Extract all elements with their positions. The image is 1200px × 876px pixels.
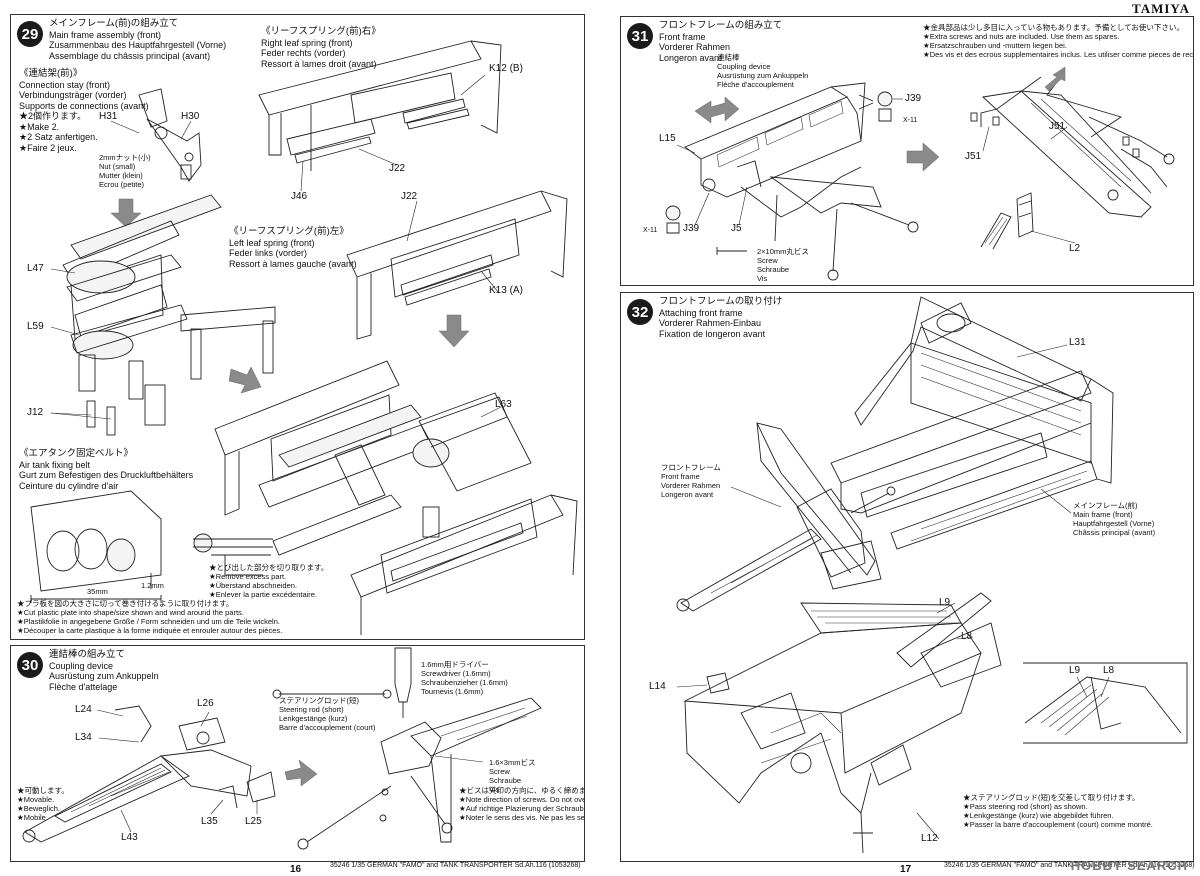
part-label-l31: L31 [1069, 337, 1086, 348]
extra-screws-note: ★金具部品は少し多目に入っている物もあります。予備としてお使い下さい。 ★Ext… [923, 23, 1194, 59]
part-label-l9-detail: L9 [1069, 665, 1081, 676]
step-number-31: 31 [627, 23, 653, 49]
step-number-32: 32 [627, 299, 653, 325]
part-label-l47: L47 [27, 263, 44, 274]
part-label-x11-top: X-11 [903, 117, 918, 124]
screw-direction-note: ★ビスは矢印の方向に、ゆるく締めます。 ★Note direction of s… [459, 786, 585, 822]
movable-note: ★可動します。 ★Movable. ★Beweglich. ★Mobile. [17, 786, 69, 822]
step-31-drawing [665, 66, 1175, 281]
pass-steering-rod-note: ★ステアリングロッド(短)を交差して取り付けます。 ★Pass steering… [963, 793, 1153, 829]
right-leaf-spring-caption: 《リーフスプリング(前)右》 Right leaf spring (front)… [261, 26, 381, 69]
step-32-title: フロントフレームの取り付け Attaching front frame Vord… [659, 296, 783, 339]
step-31-panel: 31 フロントフレームの組み立て Front frame Vorderer Ra… [620, 16, 1194, 286]
part-label-j51-right: J51 [1049, 121, 1066, 132]
part-label-j5: J5 [731, 223, 742, 234]
part-label-l26: L26 [197, 698, 214, 709]
part-label-l35: L35 [201, 816, 218, 827]
brand-logo: TAMIYA [1131, 1, 1190, 16]
hobby-search-watermark: HOBBY SEARCH [1070, 858, 1188, 873]
screw-2x10-caption: 2×10mm丸ビス Screw Schraube Vis [757, 247, 809, 283]
part-label-k12: K12 (B) [489, 63, 523, 74]
part-label-j46: J46 [291, 191, 308, 202]
page-16: 29 メインフレーム(前)の組み立て Main frame assembly (… [0, 0, 590, 876]
step-32-panel: 32 フロントフレームの取り付け Attaching front frame V… [620, 292, 1194, 862]
part-label-l25: L25 [245, 816, 262, 827]
step-31-title: フロントフレームの組み立て Front frame Vorderer Rahme… [659, 20, 783, 63]
part-label-l15: L15 [659, 133, 676, 144]
part-label-x11-bottom: X-11 [643, 227, 658, 234]
step-30-panel: 30 連結棒の組み立て Coupling device Ausrüstung z… [10, 645, 585, 862]
step-32-drawing [676, 296, 1188, 854]
nut-caption: 2mmナット(小) Nut (small) Mutter (klein) Ecr… [99, 153, 151, 189]
footer-text-right: 35246 1/35 GERMAN "FAMO" and TANK TRANSP… [944, 862, 1195, 869]
step-number-29: 29 [17, 21, 43, 47]
part-label-l59: L59 [27, 321, 44, 332]
cut-plate-note: ★プラ板を図の大きさに切って巻き付けるように取り付けます。 ★Cut plast… [17, 599, 283, 635]
part-label-j39-top: J39 [905, 93, 922, 104]
part-label-k13: K13 (A) [489, 285, 523, 296]
step-29-title: メインフレーム(前)の組み立て Main frame assembly (fro… [49, 18, 227, 61]
screwdriver-caption: 1.6mm用ドライバー Screwdriver (1.6mm) Schraube… [421, 660, 508, 696]
page-17: TAMIYA 31 フロントフレームの組み立て Front frame Vord… [610, 0, 1200, 876]
part-label-l8-main: L8 [961, 631, 973, 642]
air-tank-belt-caption: 《エアタンク固定ベルト》 Air tank fixing belt Gurt z… [19, 448, 194, 491]
part-label-l2: L2 [1069, 243, 1081, 254]
step-29-drawing [30, 40, 578, 635]
part-label-h31: H31 [99, 111, 118, 122]
steering-rod-caption: ステアリングロッド(短) Steering rod (short) Lenkge… [279, 696, 376, 732]
step-30-title: 連結棒の組み立て Coupling device Ausrüstung zum … [49, 649, 159, 692]
part-label-l43: L43 [121, 832, 138, 843]
connection-stay-caption: 《連結架(前)》 Connection stay (front) Verbind… [19, 68, 149, 153]
page-number-17: 17 [900, 864, 912, 875]
part-label-j39-bottom: J39 [683, 223, 700, 234]
left-leaf-spring-caption: 《リーフスプリング(前)左》 Left leaf spring (front) … [229, 226, 357, 269]
part-label-j22-top: J22 [389, 163, 406, 174]
screw-caption: 1.6×3mmビス Screw Schraube Vis [489, 758, 536, 794]
remove-excess-note: ★とび出した部分を切り取ります。 ★Remove excess part. ★Ü… [209, 563, 329, 599]
part-label-l14: L14 [649, 681, 666, 692]
part-label-l9-main: L9 [939, 597, 951, 608]
part-label-l63: L63 [495, 399, 512, 410]
dimension-35mm: 35mm [87, 587, 108, 596]
part-label-j12: J12 [27, 407, 44, 418]
dimension-1-2mm: 1.2mm [141, 581, 164, 590]
part-label-l8-detail: L8 [1103, 665, 1115, 676]
part-label-j51-left: J51 [965, 151, 982, 162]
coupling-device-caption: 連結棒 Coupling device Ausrüstung zum Ankup… [717, 53, 809, 89]
main-frame-caption: メインフレーム(前) Main frame (front) Hauptfahrg… [1073, 501, 1156, 537]
page-number-16: 16 [290, 864, 302, 875]
front-frame-caption: フロントフレーム Front frame Vorderer Rahmen Lon… [661, 463, 721, 499]
part-label-j22-mid: J22 [401, 191, 418, 202]
step-30-drawing [22, 647, 542, 850]
part-label-l12: L12 [921, 833, 938, 844]
part-label-h30: H30 [181, 111, 200, 122]
part-label-l24: L24 [75, 704, 92, 715]
footer-text-left: 35246 1/35 GERMAN "FAMO" and TANK TRANSP… [330, 862, 581, 869]
part-label-l34: L34 [75, 732, 92, 743]
step-number-30: 30 [17, 652, 43, 678]
step-29-panel: 29 メインフレーム(前)の組み立て Main frame assembly (… [10, 14, 585, 640]
